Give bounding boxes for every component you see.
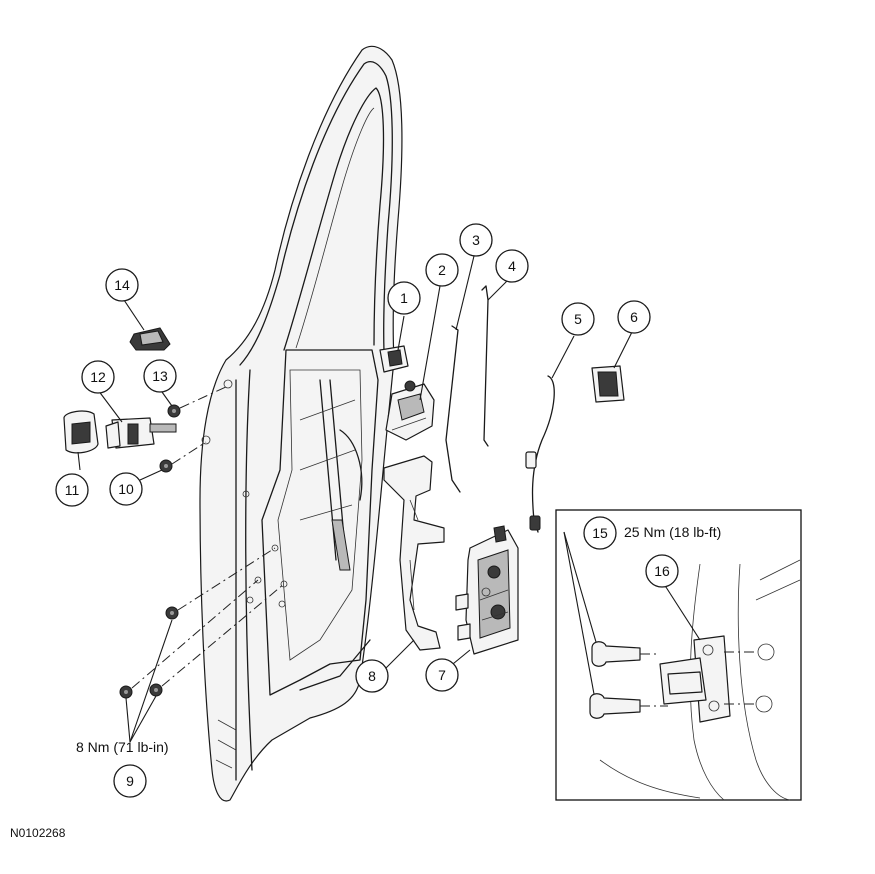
- svg-text:2: 2: [438, 262, 446, 278]
- svg-text:15: 15: [592, 525, 608, 541]
- part-2-latch-actuator: [385, 380, 435, 441]
- part-15-bolts: [589, 641, 668, 719]
- part-6-switch: [591, 365, 625, 403]
- svg-text:10: 10: [118, 481, 134, 497]
- torque-label-door-nuts: 8 Nm (71 lb-in): [76, 739, 169, 755]
- part-1-lock-cylinder: [379, 345, 409, 373]
- svg-text:13: 13: [152, 368, 168, 384]
- part-10-nut: [159, 459, 173, 473]
- svg-text:3: 3: [472, 232, 480, 248]
- callout-4: 4: [495, 249, 529, 283]
- svg-text:7: 7: [438, 667, 446, 683]
- svg-text:5: 5: [574, 311, 582, 327]
- part-12-outer-handle: [105, 417, 177, 449]
- alignment-lines-9: [131, 547, 285, 689]
- alignment-line-10: [171, 441, 207, 465]
- callout-2: 2: [425, 253, 459, 287]
- callout-3: 3: [459, 223, 493, 257]
- svg-text:11: 11: [65, 482, 80, 498]
- callout-1: 1: [387, 281, 421, 315]
- part-11-bezel: [63, 410, 99, 454]
- svg-text:8: 8: [368, 668, 376, 684]
- callout-5: 5: [561, 302, 595, 336]
- part-14-handle-cap: [129, 327, 171, 351]
- part-8-bracket: [383, 455, 445, 651]
- part-5-cable: [525, 375, 555, 533]
- torque-label-hinge-bolts: 25 Nm (18 lb-ft): [624, 524, 722, 540]
- callout-10: 10: [109, 472, 143, 506]
- svg-text:4: 4: [508, 258, 516, 274]
- svg-text:14: 14: [114, 277, 130, 293]
- callout-14: 14: [105, 268, 139, 302]
- callout-11: 11: [55, 473, 89, 507]
- svg-text:12: 12: [90, 369, 106, 385]
- svg-text:9: 9: [126, 773, 134, 789]
- callout-16: 16: [645, 554, 679, 588]
- callout-7: 7: [425, 658, 459, 692]
- callout-9: 9: [113, 764, 147, 798]
- part-13-nut: [167, 404, 181, 418]
- leader-lines: [77, 255, 701, 743]
- callout-15: 15: [583, 516, 617, 550]
- part-3-rod: [445, 325, 461, 493]
- callout-8: 8: [355, 659, 389, 693]
- part-4-rod: [481, 285, 489, 447]
- hinge-inset: [555, 509, 802, 801]
- callout-13: 13: [143, 359, 177, 393]
- svg-text:16: 16: [654, 563, 670, 579]
- callout-6: 6: [617, 300, 651, 334]
- alignment-line-13: [179, 385, 229, 409]
- callout-12: 12: [81, 360, 115, 394]
- figure-id: N0102268: [10, 826, 66, 840]
- part-7-door-latch: [455, 525, 519, 655]
- svg-text:1: 1: [400, 290, 408, 306]
- svg-text:6: 6: [630, 309, 638, 325]
- part-9-nuts: [119, 606, 179, 699]
